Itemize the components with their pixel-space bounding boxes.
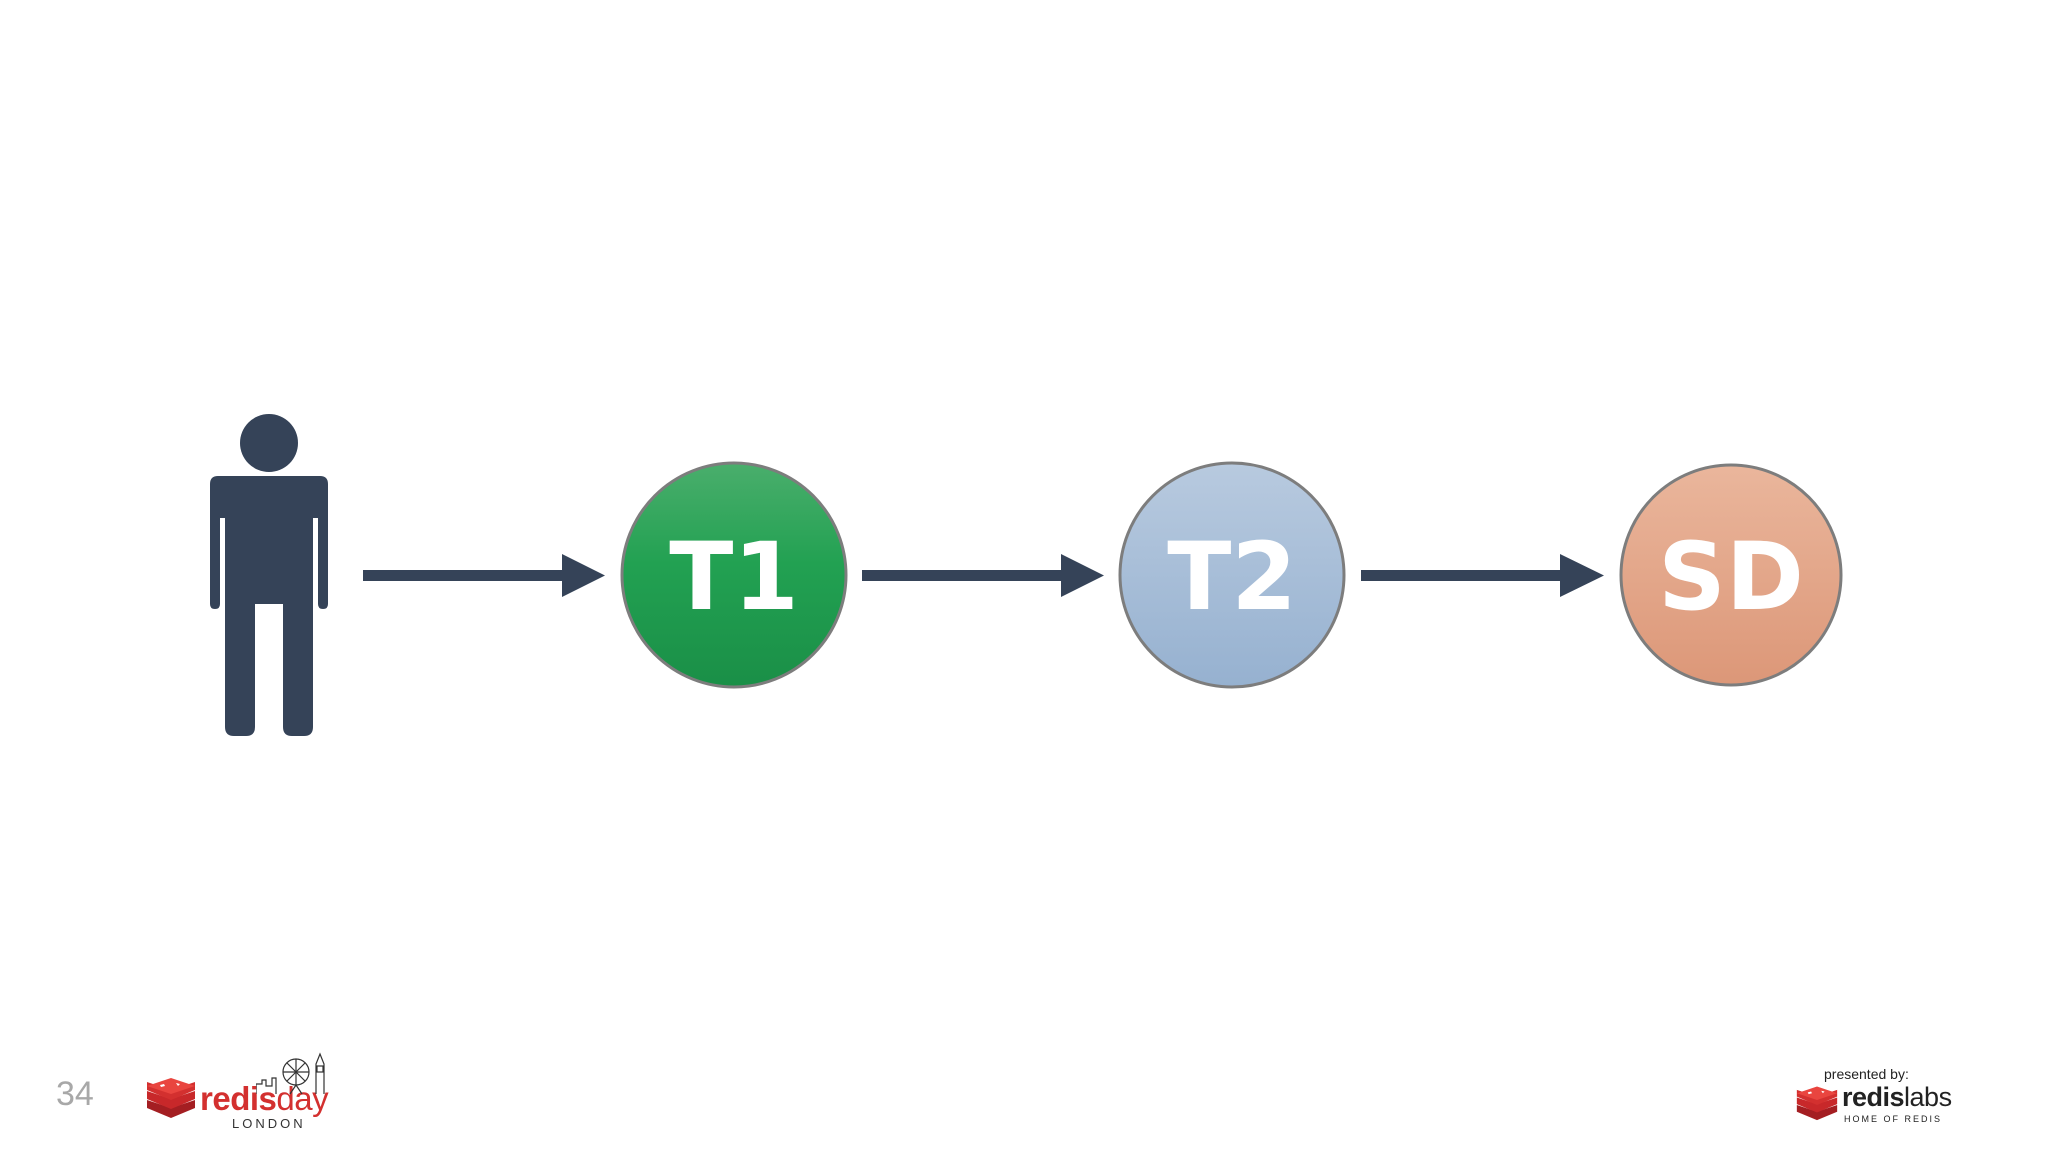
presented-by-label: presented by: (1824, 1066, 1909, 1082)
redis-cube-icon (1796, 1086, 1838, 1121)
redisday-wordmark: redisday (200, 1080, 329, 1117)
arrow-t2-to-sd (1361, 554, 1604, 597)
page-number: 34 (56, 1075, 94, 1113)
redisday-london-logo: redisday LONDON (146, 1050, 329, 1131)
home-of-redis-label: HOME OF REDIS (1844, 1114, 1943, 1124)
london-skyline-icon (256, 1052, 325, 1095)
arrow-t1-to-t2 (862, 554, 1104, 597)
node-sd: SD (1619, 463, 1843, 687)
london-label: LONDON (232, 1116, 306, 1131)
person-icon (210, 414, 328, 736)
redis-cube-icon (147, 1078, 195, 1118)
node-t2: T2 (1118, 461, 1346, 689)
redislabs-wordmark: redislabs (1842, 1082, 1952, 1112)
node-sd-label: SD (1658, 523, 1804, 632)
node-t1-label: T1 (669, 523, 799, 632)
node-t1: T1 (620, 461, 848, 689)
node-t2-label: T2 (1167, 523, 1297, 632)
arrow-person-to-t1 (363, 554, 605, 597)
redislabs-logo: presented by: redislabs HOME OF REDIS (1790, 1066, 1970, 1126)
